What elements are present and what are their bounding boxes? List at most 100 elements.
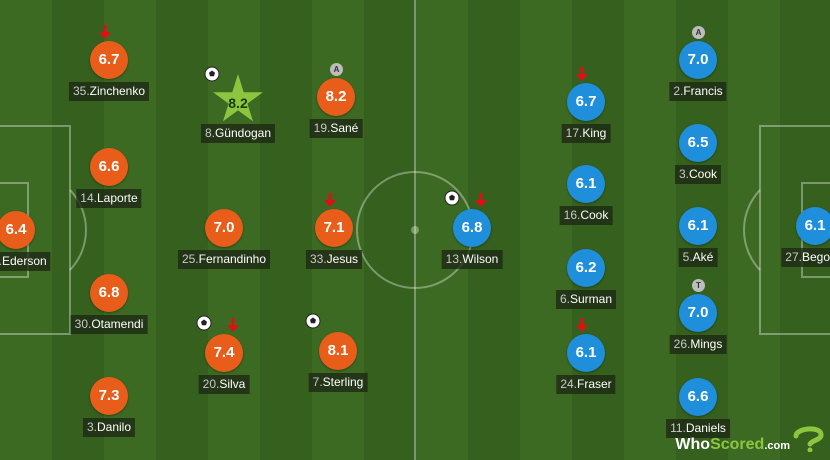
player-rating[interactable]: 6.4	[0, 211, 35, 249]
player-badge: A	[692, 26, 705, 39]
player-badge: A	[330, 63, 343, 76]
player-number: 3.	[678, 167, 689, 181]
player-rating[interactable]: 7.0	[679, 41, 717, 79]
player-name: Otamendi	[91, 317, 144, 331]
player-rating[interactable]: 8.1	[319, 332, 357, 370]
player-name: Aké	[692, 250, 714, 264]
player-name: Sané	[330, 121, 359, 135]
player-name: Danilo	[96, 420, 132, 434]
player-rating[interactable]: 6.7	[90, 41, 128, 79]
substitution-off-icon	[323, 192, 337, 208]
player-label[interactable]: 7.Sterling	[308, 373, 368, 392]
player-rating[interactable]: 6.1	[796, 207, 830, 245]
player-label[interactable]: 13.Wilson	[441, 250, 503, 269]
player-label[interactable]: 20.Silva	[198, 375, 250, 394]
player-label[interactable]: 30.Otamendi	[70, 315, 148, 334]
player-number: 14.	[80, 191, 97, 205]
player-rating[interactable]: 6.6	[679, 378, 717, 416]
goal-ball-icon	[196, 315, 212, 331]
player-label[interactable]: 17.King	[561, 124, 611, 143]
player-number: 5.	[682, 250, 693, 264]
player-label[interactable]: 3.Danilo	[82, 418, 136, 437]
player-label[interactable]: 2.Francis	[669, 82, 727, 101]
player-label[interactable]: 19.Sané	[309, 119, 363, 138]
player-label[interactable]: 14.Laporte	[76, 189, 142, 208]
player-number: 26.	[673, 337, 691, 351]
player-name: Ederson	[1, 254, 47, 268]
player-number: 16.	[563, 208, 581, 222]
player-rating[interactable]: 6.8	[453, 209, 491, 247]
player-rating[interactable]: 7.0	[205, 209, 243, 247]
player-name: Sterling	[322, 375, 364, 389]
player-name: Silva	[219, 377, 246, 391]
player-number: 35.	[72, 84, 90, 98]
player-number: 27.	[785, 250, 802, 264]
player-number: 30.	[74, 317, 92, 331]
player-name: Zinchenko	[89, 84, 146, 98]
player-rating[interactable]: 6.8	[90, 274, 128, 312]
player-label[interactable]: 25.Fernandinho	[177, 250, 271, 269]
player-label[interactable]: 27.Begovic	[781, 248, 830, 267]
player-number: 17.	[565, 126, 583, 140]
player-rating[interactable]: 6.7	[567, 83, 605, 121]
substitution-off-icon	[226, 317, 240, 333]
player-number: 6.	[559, 292, 570, 306]
player-rating[interactable]: 6.1	[679, 207, 717, 245]
goal-ball-icon	[444, 190, 460, 206]
player-label[interactable]: 16.Cook	[559, 206, 613, 225]
player-number: 24.	[560, 377, 578, 391]
player-number: 31.	[0, 254, 2, 268]
player-name: Fraser	[577, 377, 612, 391]
player-badge: T	[692, 279, 705, 292]
goal-ball-icon	[305, 313, 321, 329]
player-label[interactable]: 35.Zinchenko	[68, 82, 150, 101]
player-rating[interactable]: 6.2	[567, 249, 605, 287]
substitution-off-icon	[575, 66, 589, 82]
substitution-off-icon	[575, 317, 589, 333]
player-rating[interactable]: 7.1	[315, 209, 353, 247]
player-number: 3.	[86, 420, 97, 434]
player-number: 33.	[309, 252, 327, 266]
whoscored-question-icon	[793, 426, 824, 452]
player-rating[interactable]: 8.2	[317, 78, 355, 116]
player-rating[interactable]: 6.5	[679, 124, 717, 162]
player-name: Mings	[690, 337, 723, 351]
player-rating[interactable]: 6.1	[567, 334, 605, 372]
player-rating[interactable]: 7.4	[205, 334, 243, 372]
substitution-off-icon	[98, 24, 112, 40]
player-name: King	[582, 126, 607, 140]
player-label[interactable]: 33.Jesus	[305, 250, 363, 269]
player-name: Wilson	[462, 252, 499, 266]
player-rating[interactable]: 7.0	[679, 294, 717, 332]
player-name: Cook	[689, 167, 718, 181]
player-label[interactable]: 11.Daniels	[666, 419, 730, 438]
player-number: 13.	[445, 252, 463, 266]
player-name: Jesus	[326, 252, 359, 266]
player-label[interactable]: 5.Aké	[678, 248, 718, 267]
player-label[interactable]: 31.Ederson	[0, 252, 51, 271]
player-rating[interactable]: 7.3	[90, 377, 128, 415]
player-name: Francis	[683, 84, 723, 98]
player-name: Surman	[569, 292, 613, 306]
player-number: 20.	[202, 377, 220, 391]
player-name: Gündogan	[214, 126, 272, 140]
player-number: 7.	[312, 375, 323, 389]
player-rating[interactable]: 6.6	[90, 148, 128, 186]
whoscored-logo[interactable]: WhoScored.com	[675, 436, 790, 453]
player-label[interactable]: 3.Cook	[674, 165, 722, 184]
player-number: 11.	[670, 421, 686, 435]
player-name: Cook	[580, 208, 609, 222]
player-label[interactable]: 8.Gündogan	[200, 124, 276, 143]
player-label[interactable]: 26.Mings	[669, 335, 727, 354]
goal-ball-icon	[204, 66, 220, 82]
player-number: 25.	[181, 252, 199, 266]
player-name: Daniels	[685, 421, 726, 435]
player-name: Fernandinho	[198, 252, 267, 266]
player-rating[interactable]: 6.1	[567, 165, 605, 203]
substitution-off-icon	[474, 192, 488, 208]
player-number: 19.	[313, 121, 331, 135]
player-number: 2.	[673, 84, 684, 98]
player-label[interactable]: 24.Fraser	[556, 375, 616, 394]
player-label[interactable]: 6.Surman	[555, 290, 617, 309]
